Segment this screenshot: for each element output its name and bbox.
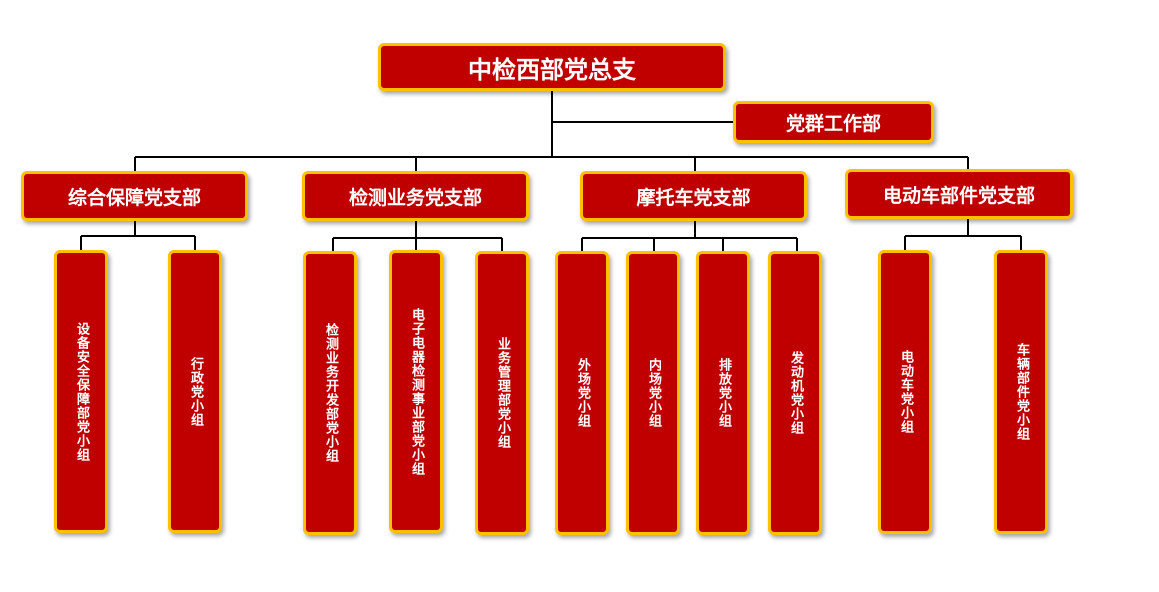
group-label: 设备安全保障部党小组 (74, 321, 89, 462)
group-node: 业务管理部党小组 (475, 251, 529, 535)
group-node: 设备安全保障部党小组 (54, 250, 108, 533)
group-label: 内场党小组 (646, 358, 661, 428)
root-node: 中检西部党总支 (378, 43, 726, 91)
group-node: 检测业务开发部党小组 (303, 251, 357, 535)
group-label: 排放党小组 (716, 358, 731, 428)
group-label: 车辆部件党小组 (1014, 343, 1029, 441)
group-node: 行政党小组 (168, 250, 222, 533)
root-label: 中检西部党总支 (468, 55, 636, 84)
group-node: 车辆部件党小组 (994, 250, 1048, 534)
group-label: 发动机党小组 (788, 351, 803, 435)
group-label: 外场党小组 (575, 358, 590, 428)
group-node: 发动机党小组 (768, 251, 822, 535)
group-node: 内场党小组 (626, 251, 680, 535)
group-label: 检测业务开发部党小组 (323, 323, 338, 463)
group-node: 电动车党小组 (878, 250, 932, 534)
group-node: 排放党小组 (696, 251, 750, 535)
group-label: 业务管理部党小组 (495, 337, 510, 449)
branch-label: 检测业务党支部 (348, 186, 482, 209)
group-label: 电动车党小组 (898, 350, 913, 434)
aux-department-label: 党群工作部 (785, 112, 881, 135)
group-label: 行政党小组 (188, 356, 203, 427)
branch-node-1: 综合保障党支部 (21, 171, 248, 221)
group-node: 电子电器检测事业部党小组 (389, 250, 443, 533)
branch-node-2: 检测业务党支部 (302, 171, 529, 221)
branch-label: 电动车部件党支部 (882, 184, 1035, 207)
aux-department-node: 党群工作部 (733, 101, 934, 143)
branch-node-4: 电动车部件党支部 (845, 169, 1073, 219)
branch-label: 综合保障党支部 (67, 186, 201, 209)
branch-label: 摩托车党支部 (636, 186, 751, 209)
group-node: 外场党小组 (555, 251, 609, 535)
group-label: 电子电器检测事业部党小组 (409, 307, 424, 476)
branch-node-3: 摩托车党支部 (580, 171, 807, 221)
